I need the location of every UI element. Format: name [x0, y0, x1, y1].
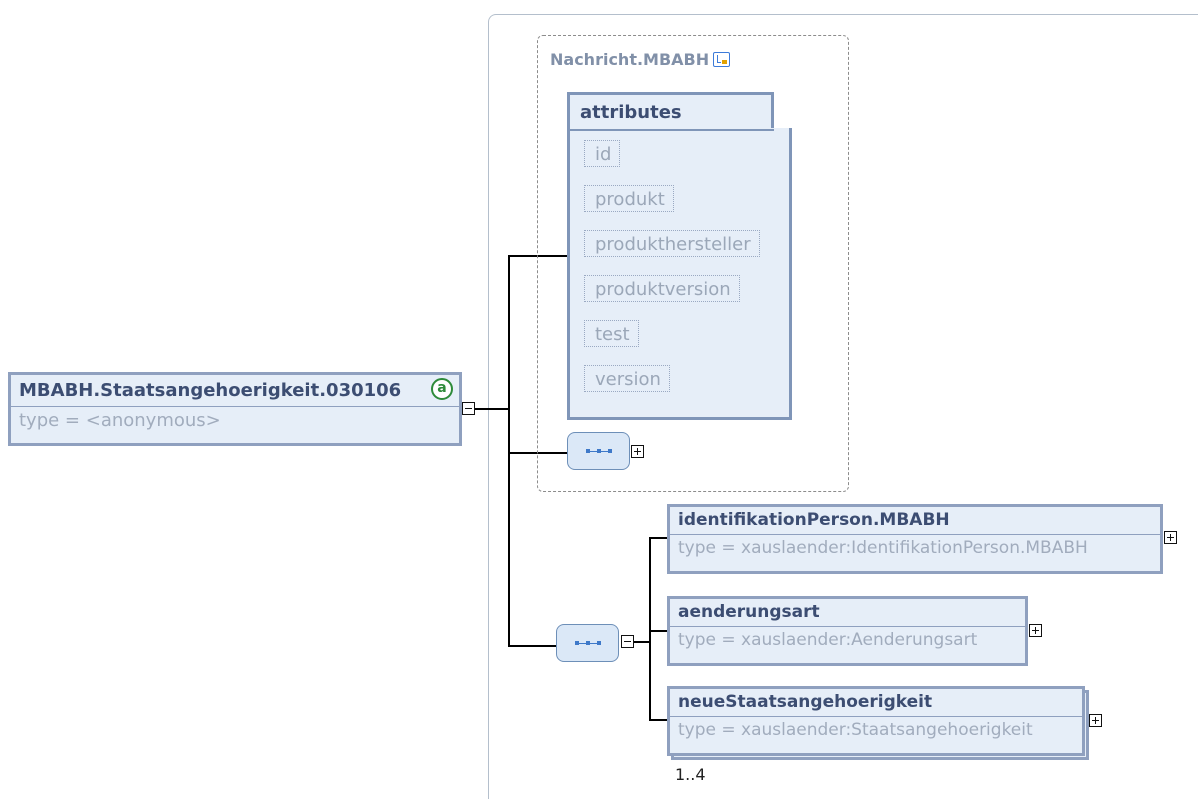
annotation-icon[interactable]: a	[431, 378, 453, 400]
child-element-neue-staatsangehoerigkeit[interactable]: neueStaatsangehoerigkeit type = xauslaen…	[667, 686, 1085, 756]
complex-type-icon	[713, 52, 731, 67]
connector-line	[649, 537, 651, 720]
group-title[interactable]: Nachricht.MBABH	[550, 50, 731, 69]
root-element-name: MBABH.Staatsangehoerigkeit.030106	[11, 375, 459, 407]
element-name: aenderungsart	[670, 599, 1025, 627]
attribute-group-box	[537, 35, 849, 492]
minus-toggle-icon[interactable]	[462, 402, 475, 415]
connector-line	[508, 645, 556, 647]
child-element-aenderungsart[interactable]: aenderungsart type = xauslaender:Aenderu…	[667, 596, 1028, 666]
root-element-box[interactable]: MBABH.Staatsangehoerigkeit.030106 type =…	[8, 372, 462, 446]
root-element-type: type = <anonymous>	[19, 410, 221, 431]
sequence-icon[interactable]	[556, 624, 619, 662]
attribute-item[interactable]: produktversion	[584, 275, 740, 302]
group-title-text: Nachricht.MBABH	[550, 50, 710, 69]
attribute-item[interactable]: produkthersteller	[584, 230, 760, 257]
connector-line	[508, 452, 568, 454]
attribute-item[interactable]: version	[584, 365, 670, 392]
element-type: type = xauslaender:Aenderungsart	[678, 630, 978, 650]
attribute-item[interactable]: id	[584, 140, 621, 167]
connector-line	[634, 641, 650, 643]
sequence-icon[interactable]	[567, 432, 630, 470]
connector-line	[649, 630, 667, 632]
occurrence-label: 1..4	[675, 765, 706, 784]
attribute-item[interactable]: produkt	[584, 185, 674, 212]
complex-type-frame	[488, 14, 1198, 799]
connector-line	[649, 537, 667, 539]
element-type: type = xauslaender:Staatsangehoerigkeit	[678, 720, 1033, 740]
plus-toggle-icon[interactable]	[631, 445, 644, 458]
attributes-header: attributes	[570, 92, 792, 131]
connector-line	[508, 255, 570, 257]
child-element-identifikation[interactable]: identifikationPerson.MBABH type = xausla…	[667, 504, 1163, 574]
plus-toggle-icon[interactable]	[1029, 624, 1042, 637]
annotation-symbol: a	[437, 380, 447, 396]
element-name: neueStaatsangehoerigkeit	[670, 689, 1082, 717]
root-element-name-text: MBABH.Staatsangehoerigkeit.030106	[19, 380, 402, 401]
connector-line	[475, 408, 509, 410]
attribute-item[interactable]: test	[584, 320, 639, 347]
element-name: identifikationPerson.MBABH	[670, 507, 1160, 535]
connector-line	[508, 255, 510, 646]
element-type: type = xauslaender:IdentifikationPerson.…	[678, 538, 1088, 558]
plus-toggle-icon[interactable]	[1164, 531, 1177, 544]
plus-toggle-icon[interactable]	[1089, 714, 1102, 727]
connector-line	[649, 719, 667, 721]
minus-toggle-icon[interactable]	[621, 635, 634, 648]
